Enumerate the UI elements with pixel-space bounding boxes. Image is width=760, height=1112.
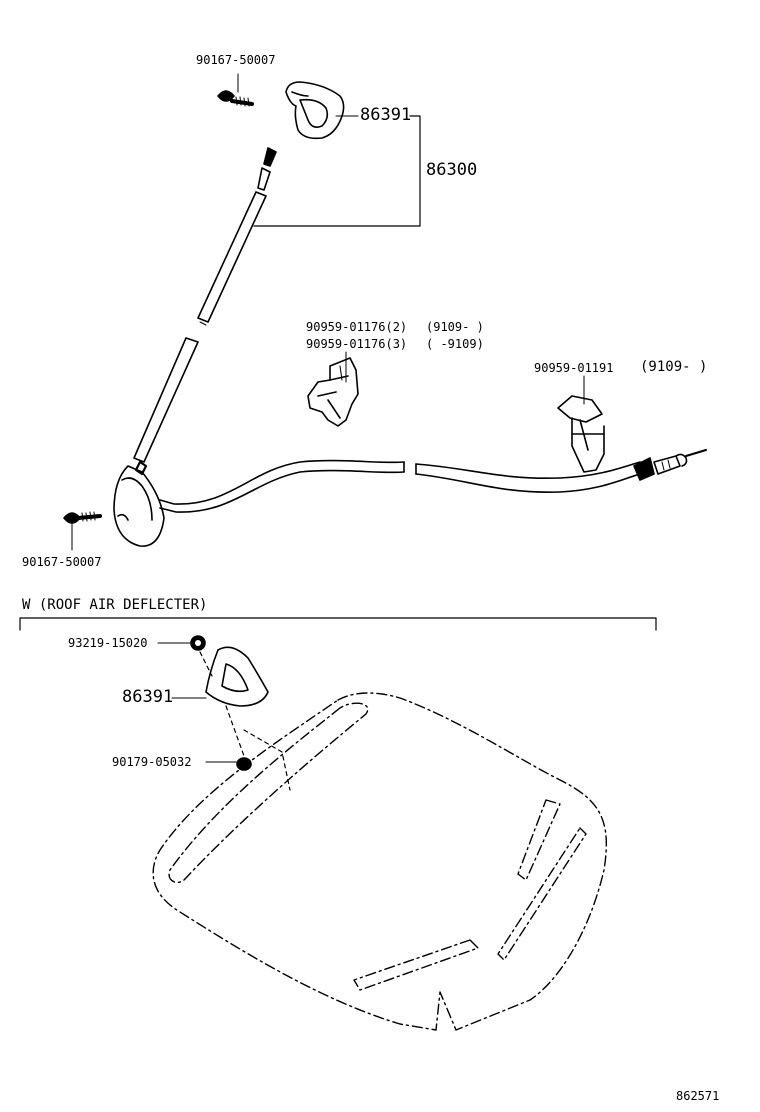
screw-top-part-number: 90167-50007 (196, 53, 276, 67)
clamp-c-date-range: (9109- ) (640, 359, 708, 375)
nut-part-number: 93219-15020 (68, 636, 148, 650)
clamp-b-date-range: ( -9109) (426, 337, 484, 351)
clamp-c-part-number: 90959-01191 (534, 361, 614, 375)
pad-86391-w-part (171, 646, 269, 707)
pad-w-part-number: 86391 (122, 687, 174, 707)
assembly-guide-lines (199, 651, 291, 791)
section-w-title: W (ROOF AIR DEFLECTER) (22, 597, 208, 613)
pad-top-part-number: 86391 (360, 105, 412, 125)
clamp-b-part-number: 90959-01176(3) (306, 337, 408, 351)
antenna-rod-part (133, 147, 277, 476)
washer-90179-05032-part (205, 757, 252, 771)
washer-part-number: 90179-05032 (112, 755, 192, 769)
nut-93219-15020-part (157, 635, 206, 651)
section-w-bracket (19, 617, 657, 631)
cable-connector (633, 449, 707, 481)
antenna-base-part (113, 465, 165, 547)
bracket-86300 (253, 115, 421, 227)
clamp-a-part-number: 90959-01176(2) (306, 320, 408, 334)
roof-air-deflector (152, 692, 608, 1031)
pad-86391-part (285, 81, 359, 140)
antenna-assy-part-number: 86300 (426, 160, 478, 180)
coax-cable (159, 459, 641, 513)
figure-id: 862571 (676, 1089, 720, 1103)
screw-bottom-part-number: 90167-50007 (22, 555, 102, 569)
clamp-90959-01176-part (307, 351, 359, 427)
screw-top-part (217, 73, 254, 107)
screw-bottom-part (63, 511, 102, 551)
clamp-a-date-range: (9109- ) (426, 320, 484, 334)
clamp-90959-01191-part (557, 375, 605, 473)
